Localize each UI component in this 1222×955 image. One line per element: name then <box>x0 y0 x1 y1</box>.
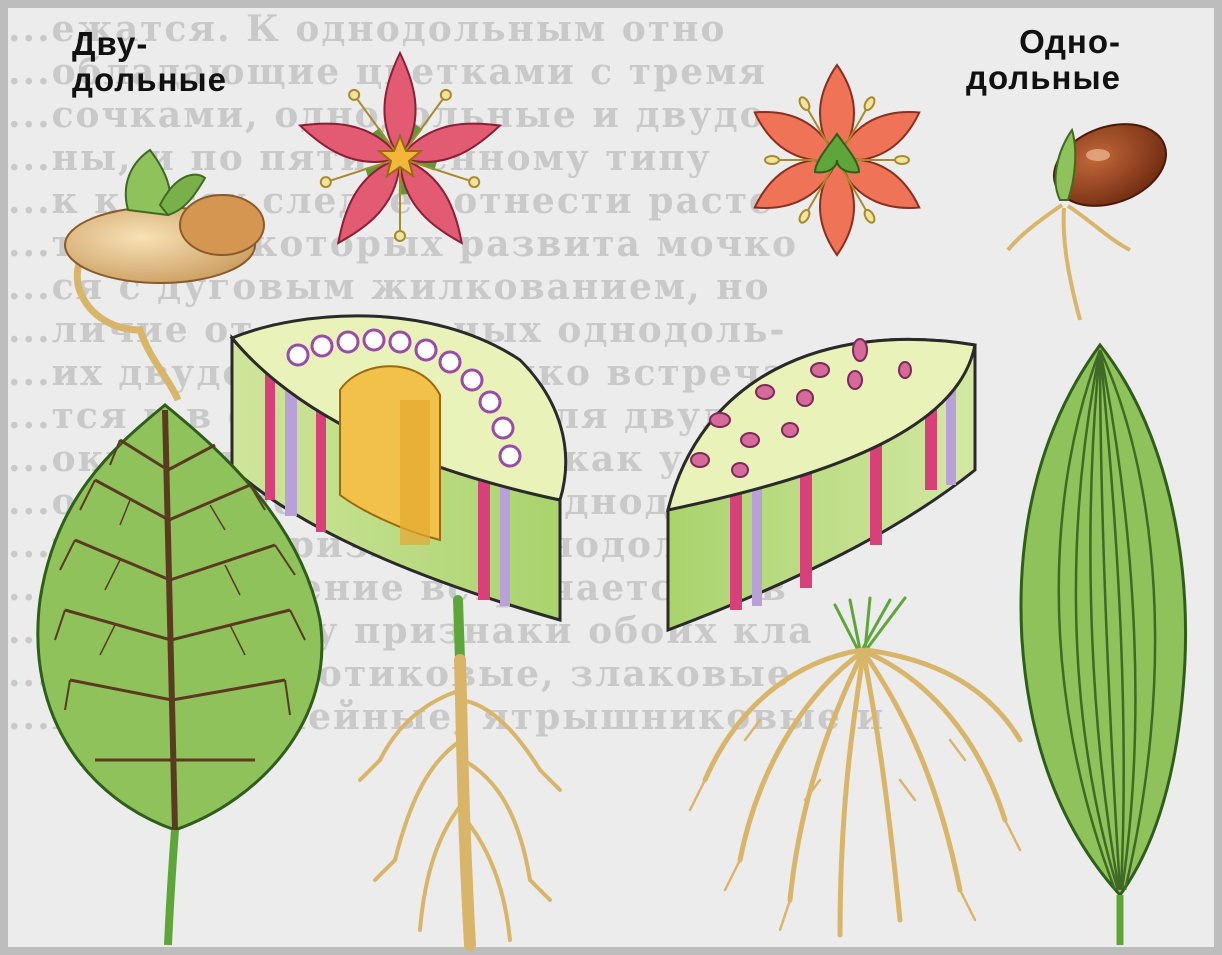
monocot-leaf-blade <box>1021 345 1186 895</box>
monocot-leaf <box>1021 345 1186 945</box>
dicot-label-line-1: Дву- <box>72 26 227 62</box>
monocot-label: Одно- дольные <box>966 24 1121 96</box>
dicot-label: Дву- дольные <box>72 26 227 98</box>
monocot-root-hairs <box>690 720 1020 930</box>
monocot-seed-highlight <box>1086 149 1110 161</box>
monocot-seedling-roots <box>1008 205 1130 320</box>
dicot-flower <box>295 53 504 252</box>
monocot-label-line-1: Одно- <box>966 24 1121 60</box>
monocot-label-line-2: дольные <box>966 60 1121 96</box>
dicot-seed-coat <box>180 195 264 255</box>
dicot-stem-pith-front <box>400 400 430 545</box>
dicot-taproot-stem-base <box>458 600 460 660</box>
monocot-flower <box>746 65 928 255</box>
monocot-fibrous-roots <box>690 598 1020 935</box>
dicot-leaf-petiole <box>168 830 175 945</box>
dicot-label-line-2: дольные <box>72 62 227 98</box>
monocot-shoot-base <box>835 598 905 650</box>
dicot-taproot <box>360 600 560 945</box>
monocot-stem-cross-section <box>668 339 975 630</box>
monocot-seedling <box>1008 109 1177 320</box>
monocot-root-strands <box>705 650 1020 935</box>
